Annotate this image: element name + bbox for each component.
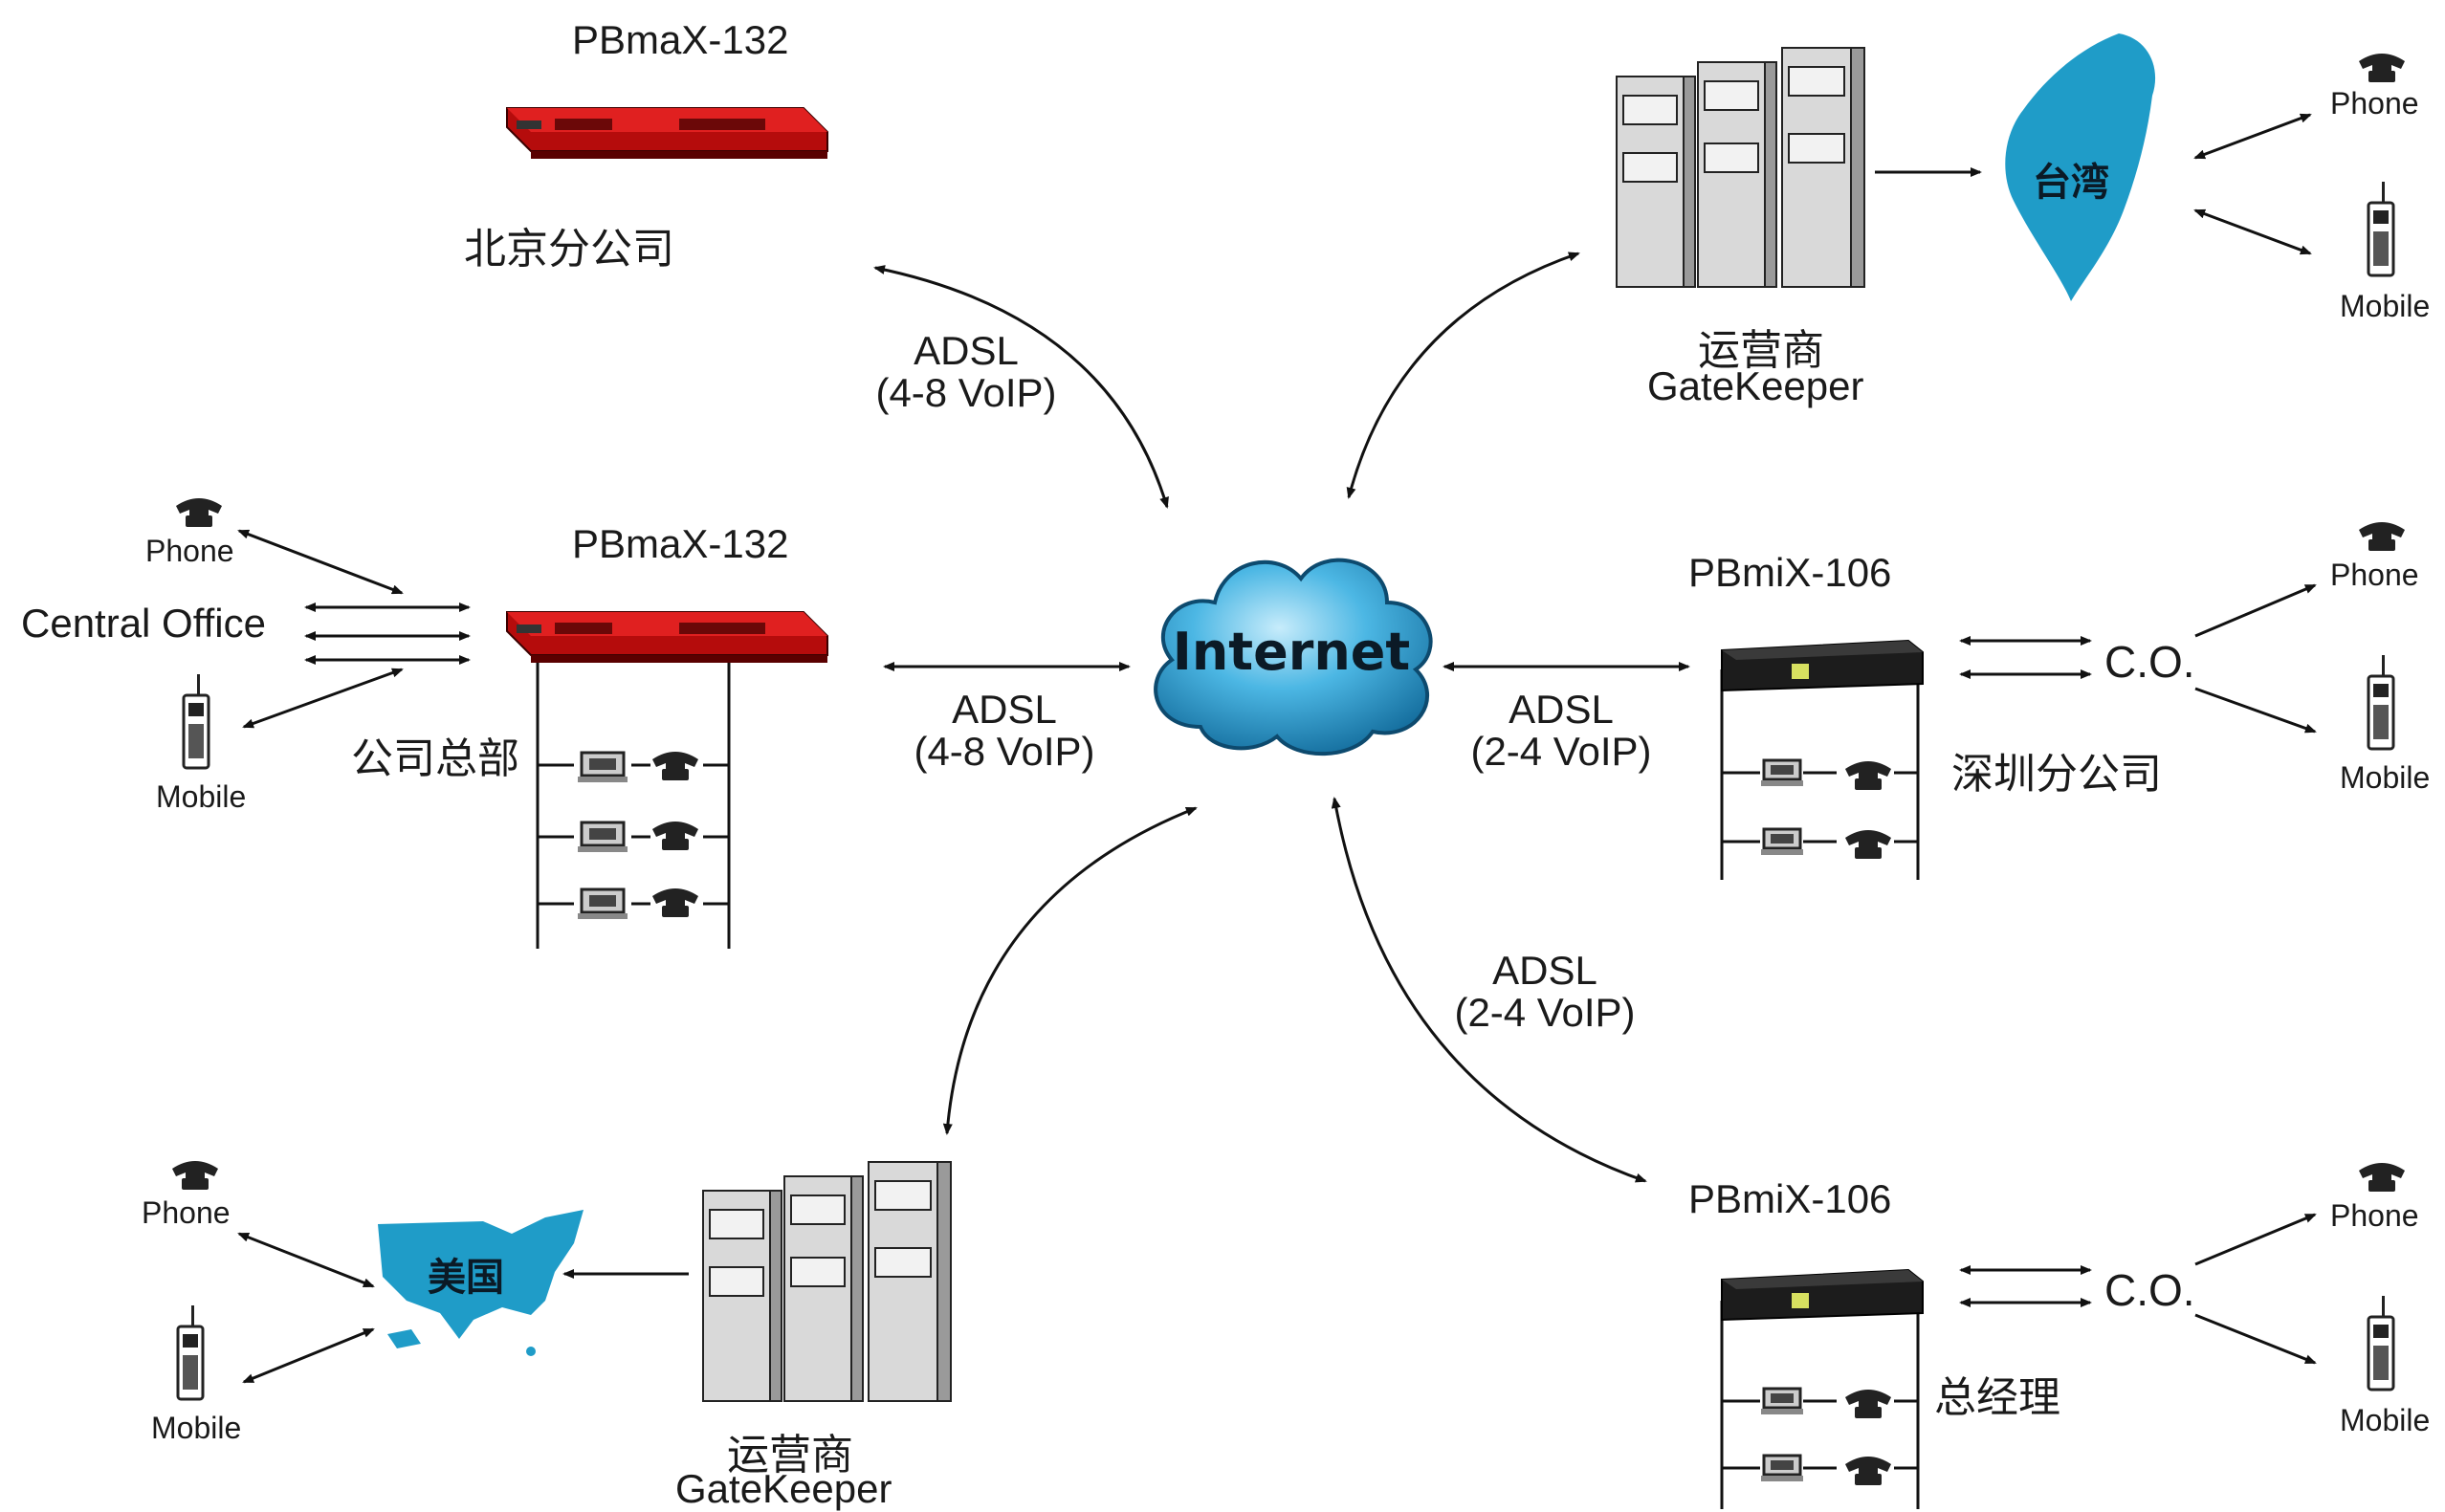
- gm-phone-label: Phone: [2330, 1198, 2419, 1233]
- taiwan-map: 台湾: [1994, 29, 2186, 306]
- beijing-pbmax-device: [488, 84, 832, 170]
- hq-pc-icon-3: [576, 887, 629, 925]
- gatekeeper-us-label-1: 运营商: [727, 1431, 853, 1479]
- gm-ext-phone-icon-2: [1841, 1451, 1895, 1494]
- link-beijing-internet: [873, 265, 1169, 509]
- adsl-shenzhen-label: ADSL (2-4 VoIP): [1470, 687, 1652, 774]
- tw-phone-icon: [2355, 48, 2409, 91]
- hq-ext-phone-icon-1: [649, 746, 702, 789]
- adsl-beijing-label: ADSL (4-8 VoIP): [875, 328, 1057, 415]
- central-office-label: Central Office: [21, 601, 266, 646]
- hq-ext-phone-icon-3: [649, 883, 702, 926]
- shenzhen-ext-phone-icon-1: [1841, 756, 1895, 799]
- gm-model-label: PBmiX-106: [1688, 1176, 1892, 1221]
- gm-co-label: C.O.: [2104, 1265, 2195, 1315]
- gm-mobile-icon: [2365, 1296, 2397, 1396]
- hq-label: 公司总部: [351, 734, 519, 783]
- gm-mobile-label: Mobile: [2340, 1403, 2431, 1437]
- hq-phone-label: Phone: [145, 534, 234, 568]
- gm-pbmix-device: [1717, 1260, 1927, 1327]
- beijing-branch-label: 北京分公司: [464, 225, 674, 274]
- gm-phone-icon: [2355, 1157, 2409, 1200]
- us-phone-label: Phone: [142, 1195, 231, 1230]
- hq-ext-phone-icon-2: [649, 816, 702, 859]
- hq-pbmax-device: [488, 588, 832, 674]
- shenzhen-phone-icon: [2355, 516, 2409, 559]
- gm-ext-phone-icon-1: [1841, 1384, 1895, 1427]
- link-gatekeeper-us-internet: [942, 806, 1198, 1135]
- gatekeeper-us-servers: [698, 1152, 957, 1411]
- usa-map: 美国: [368, 1200, 593, 1363]
- shenzhen-pc-icon-1: [1760, 758, 1804, 792]
- gm-pc-icon-1: [1760, 1387, 1804, 1420]
- hq-mobile-label: Mobile: [156, 779, 247, 814]
- taiwan-label: 台湾: [2033, 161, 2109, 205]
- gm-pc-icon-2: [1760, 1454, 1804, 1487]
- beijing-model-label: PBmaX-132: [572, 17, 789, 62]
- gatekeeper-us-label-2: GateKeeper: [675, 1466, 892, 1511]
- shenzhen-model-label: PBmiX-106: [1688, 550, 1892, 595]
- shenzhen-mobile-label: Mobile: [2340, 760, 2431, 795]
- us-mobile-icon: [174, 1305, 207, 1406]
- hq-pc-icon-1: [576, 751, 629, 788]
- hq-pc-icon-2: [576, 821, 629, 858]
- shenzhen-branch-label: 深圳分公司: [1951, 750, 2162, 799]
- shenzhen-ext-phone-icon-2: [1841, 824, 1895, 867]
- usa-label: 美国: [428, 1256, 504, 1300]
- gm-label: 总经理: [1934, 1373, 2060, 1422]
- hq-model-label: PBmaX-132: [572, 521, 789, 566]
- adsl-hq-label: ADSL (4-8 VoIP): [914, 687, 1095, 774]
- shenzhen-pbmix-device: [1717, 631, 1927, 698]
- adsl-gm-label: ADSL (2-4 VoIP): [1454, 948, 1636, 1035]
- gatekeeper-tw-label-2: GateKeeper: [1647, 363, 1864, 408]
- tw-mobile-label: Mobile: [2340, 289, 2431, 323]
- us-mobile-label: Mobile: [151, 1411, 242, 1445]
- us-phone-icon: [168, 1155, 222, 1198]
- link-gatekeeper-tw-internet: [1346, 252, 1580, 499]
- shenzhen-pc-icon-2: [1760, 827, 1804, 861]
- internet-label: Internet: [1172, 622, 1411, 682]
- shenzhen-mobile-icon: [2365, 655, 2397, 756]
- tw-phone-label: Phone: [2330, 86, 2419, 121]
- shenzhen-phone-label: Phone: [2330, 558, 2419, 592]
- hq-phone-icon: [172, 493, 226, 536]
- shenzhen-co-label: C.O.: [2104, 637, 2195, 687]
- link-internet-gm: [1331, 797, 1647, 1183]
- internet-cloud: Internet: [1134, 536, 1449, 765]
- gatekeeper-tw-servers: [1612, 38, 1870, 296]
- gatekeeper-tw-label-1: 运营商: [1698, 326, 1824, 375]
- hq-mobile-icon: [180, 674, 212, 775]
- tw-mobile-icon: [2365, 182, 2397, 282]
